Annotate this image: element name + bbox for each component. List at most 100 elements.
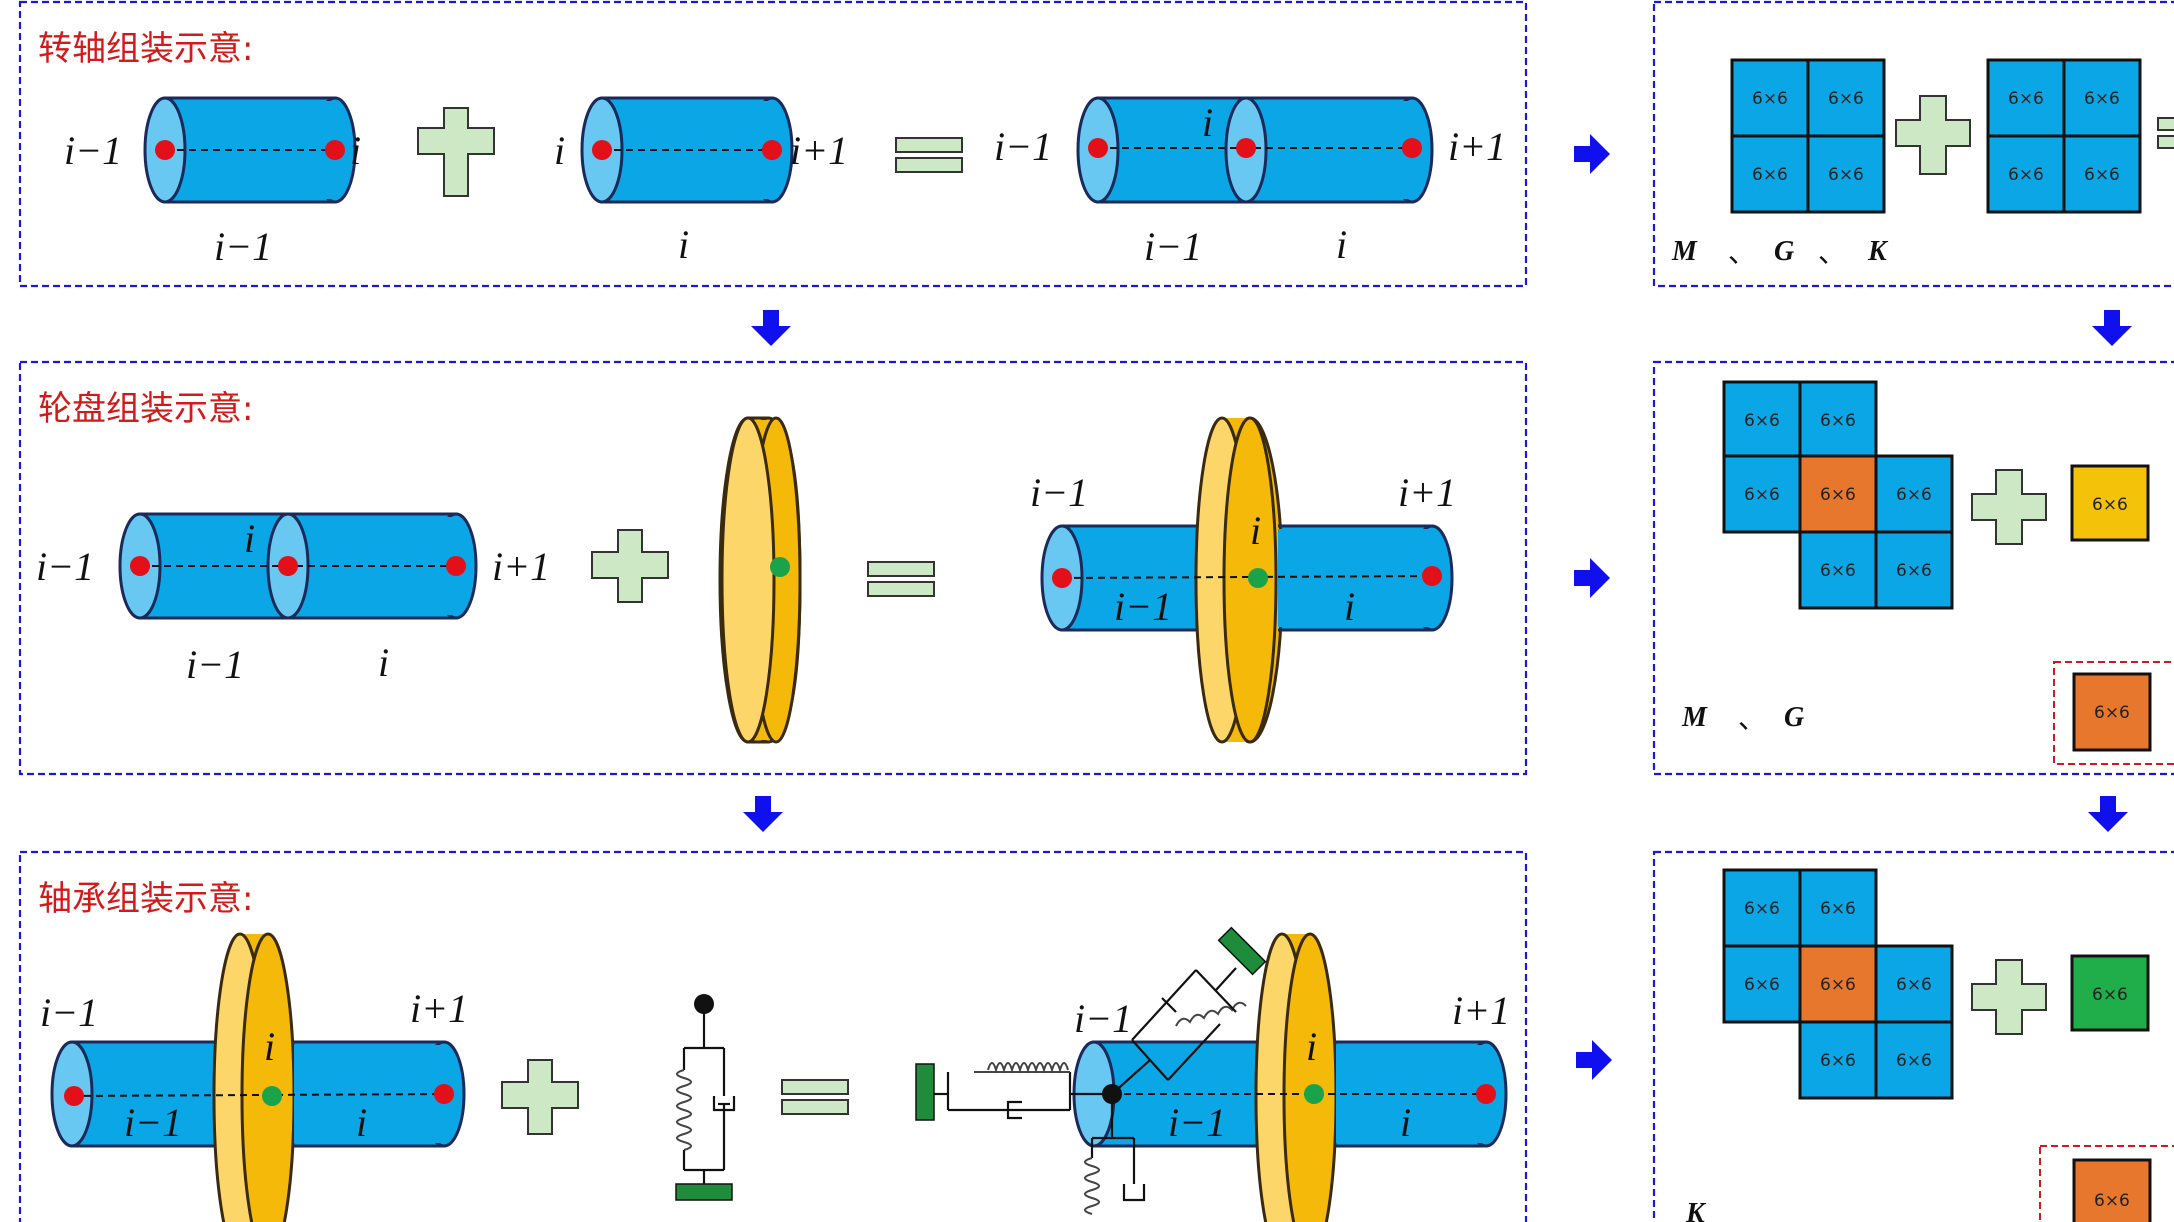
equals-icon	[895, 137, 963, 173]
shaft-element-i-1	[143, 96, 357, 204]
shaft-pair	[118, 512, 478, 620]
svg-text:、: 、	[1818, 236, 1846, 269]
matrix-disk-block: 6×6	[2070, 464, 2150, 542]
svg-text:6×6: 6×6	[1896, 1051, 1932, 1071]
arrow-down-icon	[743, 796, 783, 832]
svg-text:、: 、	[1728, 236, 1756, 269]
svg-text:6×6: 6×6	[1820, 411, 1856, 431]
ground-icon	[915, 1063, 935, 1121]
shaft-element-i	[580, 96, 794, 204]
svg-text:6×6: 6×6	[1896, 485, 1932, 505]
svg-text:6×6: 6×6	[2092, 985, 2128, 1005]
svg-text:6×6: 6×6	[1896, 975, 1932, 995]
label: i+1	[790, 128, 848, 173]
disk	[718, 416, 802, 744]
shaft-title: 转轴组装示意:	[38, 29, 253, 69]
plus-icon	[1971, 469, 2047, 545]
ground-icon	[1217, 926, 1267, 976]
label: i−1	[36, 544, 94, 589]
matrix-bearing-block: 6×6	[2070, 954, 2150, 1032]
plus-icon	[501, 1059, 579, 1135]
bearing-title: 轴承组装示意:	[38, 879, 253, 919]
shaft-assembled	[1076, 96, 1434, 204]
matrix-result-cell: 6×6	[2072, 1158, 2152, 1222]
svg-text:6×6: 6×6	[1820, 485, 1856, 505]
caption-G: G	[1784, 702, 1804, 733]
label: i−1	[1074, 996, 1132, 1041]
label: i	[1250, 508, 1261, 553]
svg-text:6×6: 6×6	[2084, 89, 2120, 109]
highlight-box	[2039, 1145, 2174, 1222]
svg-text:、: 、	[1738, 702, 1766, 735]
label: i−1	[1168, 1100, 1226, 1145]
svg-text:6×6: 6×6	[1752, 165, 1788, 185]
label: i+1	[410, 986, 468, 1031]
panel-bearing	[18, 850, 1528, 1222]
matrix-block-a: 6×6 6×6 6×6 6×6	[1730, 58, 1886, 214]
panel-matrix-3	[1652, 850, 2174, 1222]
svg-text:6×6: 6×6	[2092, 495, 2128, 515]
label: i	[264, 1024, 275, 1069]
panel-shaft	[18, 0, 1528, 288]
svg-text:6×6: 6×6	[1744, 899, 1780, 919]
label: i−1	[186, 642, 244, 687]
label: i−1	[40, 990, 98, 1035]
svg-text:6×6: 6×6	[1820, 1051, 1856, 1071]
label: i	[678, 222, 689, 267]
matrix-block-bearing: 6×6 6×6 6×6 6×6 6×6 6×6 6×6	[1722, 868, 1954, 1100]
svg-text:6×6: 6×6	[1744, 411, 1780, 431]
equals-icon	[781, 1079, 849, 1115]
svg-text:6×6: 6×6	[1820, 899, 1856, 919]
node-left	[1088, 138, 1108, 158]
matrix-result-cell: 6×6	[2072, 672, 2152, 752]
plus-icon	[1895, 95, 1971, 175]
label: i	[356, 1100, 367, 1145]
label: i	[1400, 1100, 1411, 1145]
panel-matrix-2	[1652, 360, 2174, 776]
label: i−1	[994, 124, 1052, 169]
svg-text:6×6: 6×6	[1744, 975, 1780, 995]
disk-title: 轮盘组装示意:	[38, 389, 253, 429]
svg-text:6×6: 6×6	[2094, 703, 2130, 723]
label: i	[1336, 222, 1347, 267]
equals-icon	[867, 561, 935, 597]
label: i+1	[1452, 988, 1510, 1033]
svg-text:6×6: 6×6	[2084, 165, 2120, 185]
arrow-right-icon	[1574, 134, 1610, 174]
panel-matrix-1	[1652, 0, 2174, 288]
plus-icon	[417, 107, 495, 197]
node-right	[762, 140, 782, 160]
arrow-down-icon	[751, 310, 791, 346]
caption-M: M	[1681, 702, 1708, 733]
panel-disk	[18, 360, 1528, 776]
plus-icon	[1971, 959, 2047, 1035]
svg-text:6×6: 6×6	[1820, 561, 1856, 581]
highlight-box	[2053, 661, 2174, 765]
caption-K: K	[1685, 1198, 1707, 1222]
label: i+1	[492, 544, 550, 589]
equals-icon	[2157, 117, 2174, 149]
svg-text:6×6: 6×6	[1828, 89, 1864, 109]
label: i−1	[1144, 224, 1202, 269]
node-mid	[1236, 138, 1256, 158]
svg-text:6×6: 6×6	[1744, 485, 1780, 505]
shaft-disk-pair	[50, 932, 466, 1222]
label: i−1	[124, 1100, 182, 1145]
arrow-right-icon	[1576, 1040, 1612, 1080]
arrow-down-icon	[2092, 310, 2132, 346]
disk-assembled	[1040, 416, 1454, 744]
svg-text:6×6: 6×6	[1752, 89, 1788, 109]
label: i	[244, 516, 255, 561]
svg-text:6×6: 6×6	[1828, 165, 1864, 185]
label: i−1	[1114, 584, 1172, 629]
caption-M: M	[1671, 236, 1698, 267]
bearing-assembled	[915, 926, 1508, 1222]
ground-icon	[675, 1183, 733, 1201]
caption-K: K	[1867, 236, 1889, 267]
svg-text:6×6: 6×6	[2008, 89, 2044, 109]
bearing-spring-damper	[675, 994, 736, 1201]
label: i	[1344, 584, 1355, 629]
arrow-right-icon	[1574, 558, 1610, 598]
node-right	[325, 140, 345, 160]
